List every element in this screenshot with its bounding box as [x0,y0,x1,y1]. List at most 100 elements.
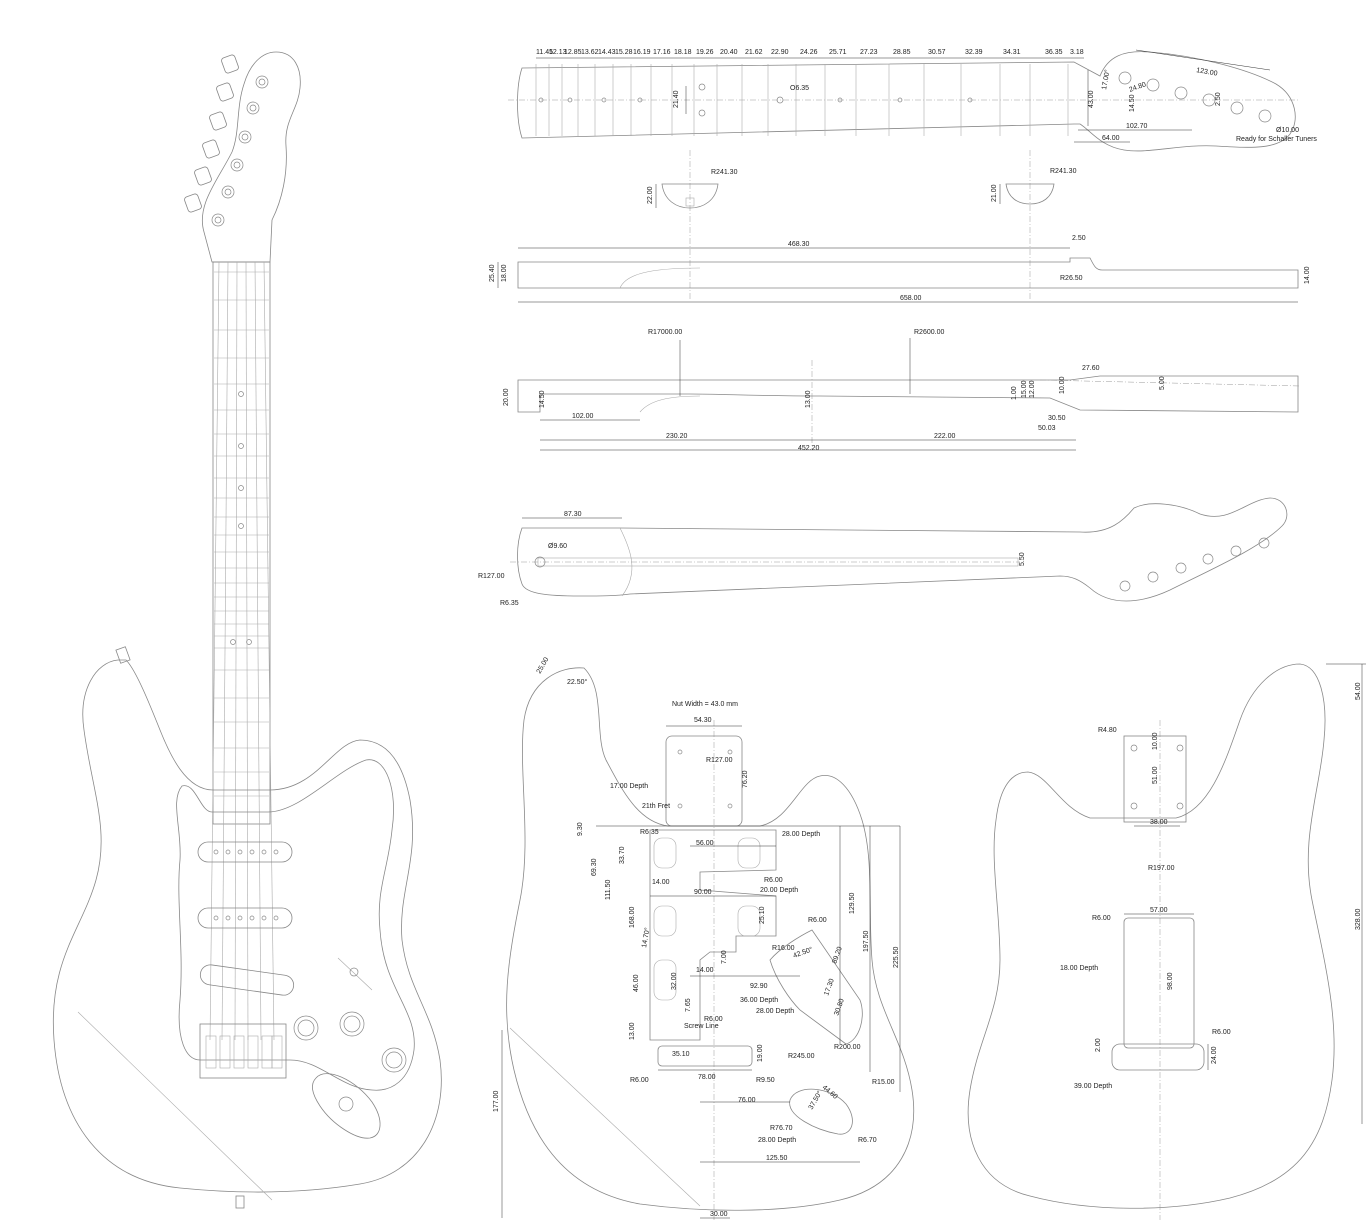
heel-radius: R26.50 [1060,275,1083,282]
cavity-r6b: R6.00 [704,1016,723,1023]
tuner-pegs [184,54,269,227]
back-h24: 24.00 [1211,1046,1218,1064]
pocket-width: 54.30 [694,717,712,724]
cavity-width: 56.00 [696,840,714,847]
headstock-length: 123.00 [1196,67,1218,78]
fret-lines [535,64,1069,136]
tuner-note: Ready for Schaller Tuners [1236,136,1317,143]
bridge-w78: 78.00 [698,1074,716,1081]
back-h98: 98.00 [1167,972,1174,990]
profile-h1: 20.00 [503,388,510,406]
cavity-w90: 90.00 [694,889,712,896]
cavity-d36: 36.00 Depth [740,997,778,1004]
headstock-outline [202,51,301,263]
bottom-w30: 30.00 [710,1211,728,1218]
jack-depth: 28.00 Depth [758,1137,796,1144]
pocket-corner: R6.35 [640,829,659,836]
control-c: 30.80 [833,998,846,1017]
profile-h7: 5.00 [1159,376,1166,390]
neck-cross-sections: 22.00 R241.30 21.00 R241.30 [647,150,1077,300]
neck-fretboard [212,261,271,825]
fretboard-length: 468.30 [788,241,810,248]
fret-spacing: 16.19 [633,49,651,56]
bridge [199,1023,287,1079]
profile-l6: 50.03 [1038,425,1056,432]
back-r4: R4.80 [1098,727,1117,734]
cavity-w92: 92.90 [750,983,768,990]
profile-l5: 30.50 [1048,415,1066,422]
strings [209,261,275,1041]
neck-side-view: 468.30 2.50 25.40 18.00 R26.50 14.00 658… [489,235,1311,303]
back-h2: 2.00 [1095,1038,1102,1052]
jack-angle: 37.50° [807,1089,824,1111]
fret-spacing: 17.16 [653,49,671,56]
profile-l4: 452.20 [798,445,820,452]
cavity-d46: 46.00 [633,974,640,992]
neck-thickness: 18.00 [501,264,508,282]
bridge-w35: 35.10 [672,1051,690,1058]
pocket-depth: 17.00 Depth [610,783,648,790]
headstock-offset: 14.50 [1129,94,1136,112]
headstock-width: 43.00 [1088,90,1095,108]
jack-r6: R6.70 [858,1137,877,1144]
profile-h2: 14.50 [539,390,546,408]
jack-hole [338,1096,354,1112]
cavity-w7b: 7.65 [685,998,692,1012]
control-r6: R6.00 [808,917,827,924]
profile-h3: 13.00 [805,390,812,408]
fret-spacing-labels: 11.45 12.13 12.85 13.62 14.43 15.28 16.1… [536,49,1084,56]
head-thickness: 14.00 [1304,266,1311,284]
headstock-ref: 102.70 [1126,123,1148,130]
strap-button [235,1195,245,1209]
jack-w44: 44.60 [821,1084,839,1101]
back-radius2: R6.35 [500,600,519,607]
bridge-r9: R9.50 [756,1077,775,1084]
cavity-w14b: 14.00 [696,967,714,974]
fret-spacing: 11.45 [536,49,553,56]
full-guitar-front-view [52,51,442,1209]
neck-top-view: 11.45 12.13 12.85 13.62 14.43 15.28 16.1… [508,49,1317,152]
fret-spacing: 12.13 [549,49,567,56]
rod-width: 5.50 [1019,552,1026,566]
profile-h8: 1.00 [1011,386,1018,400]
section2-depth: 21.00 [991,184,998,202]
fret-spacing: 28.85 [893,49,911,56]
tuner-diameter: Ø10.00 [1276,127,1299,134]
pickup-d1: 69.30 [591,858,598,876]
fret-spacing: 18.18 [674,49,692,56]
pickguard [176,759,415,1091]
cavity-depth-20: 20.00 Depth [760,887,798,894]
back-r197: R197.00 [1148,865,1175,872]
fret-spacing: 27.23 [860,49,878,56]
profile-h5: 15.00 [1021,380,1028,398]
back-len328: 328.00 [1355,908,1362,930]
tuner-spacing: 24.80 [1128,81,1147,94]
back-s51: 51.00 [1152,766,1159,784]
jack-plate [312,1073,381,1139]
fret-spacing: 32.39 [965,49,983,56]
pocket-fret: 21th Fret [642,803,670,810]
nut-width: Nut Width = 43.0 mm [672,701,738,708]
cavity-w14: 14.00 [652,879,670,886]
fret-spacing: 36.35 [1045,49,1063,56]
heel-hole-dia: Ø9.60 [548,543,567,550]
fret-spacing: 15.28 [615,49,633,56]
screw-line: Screw Line [684,1023,719,1030]
fret-spacing: 22.90 [771,49,789,56]
section1-radius: R241.30 [711,169,738,176]
cavity-w25: 25.10 [759,906,766,924]
cavity-d28b: 28.00 Depth [756,1008,794,1015]
jack-w76: 76.00 [738,1097,756,1104]
headstock-tab: 2.50 [1215,92,1222,106]
pickup-d2: 111.50 [605,880,612,900]
bridge-h19: 19.00 [757,1044,764,1062]
control-d129: 129.50 [849,892,856,914]
jack-r76: R76.70 [770,1125,793,1132]
cavity-depth: 28.00 Depth [782,831,820,838]
pickup-off1: 9.30 [577,822,584,836]
body-bevel-line [77,1011,273,1201]
fret-spacing: 13.62 [581,49,599,56]
bottom-h177: 177.00 [493,1090,500,1112]
fret-spacing: 21.62 [745,49,763,56]
neck-top-outline [517,51,1296,152]
